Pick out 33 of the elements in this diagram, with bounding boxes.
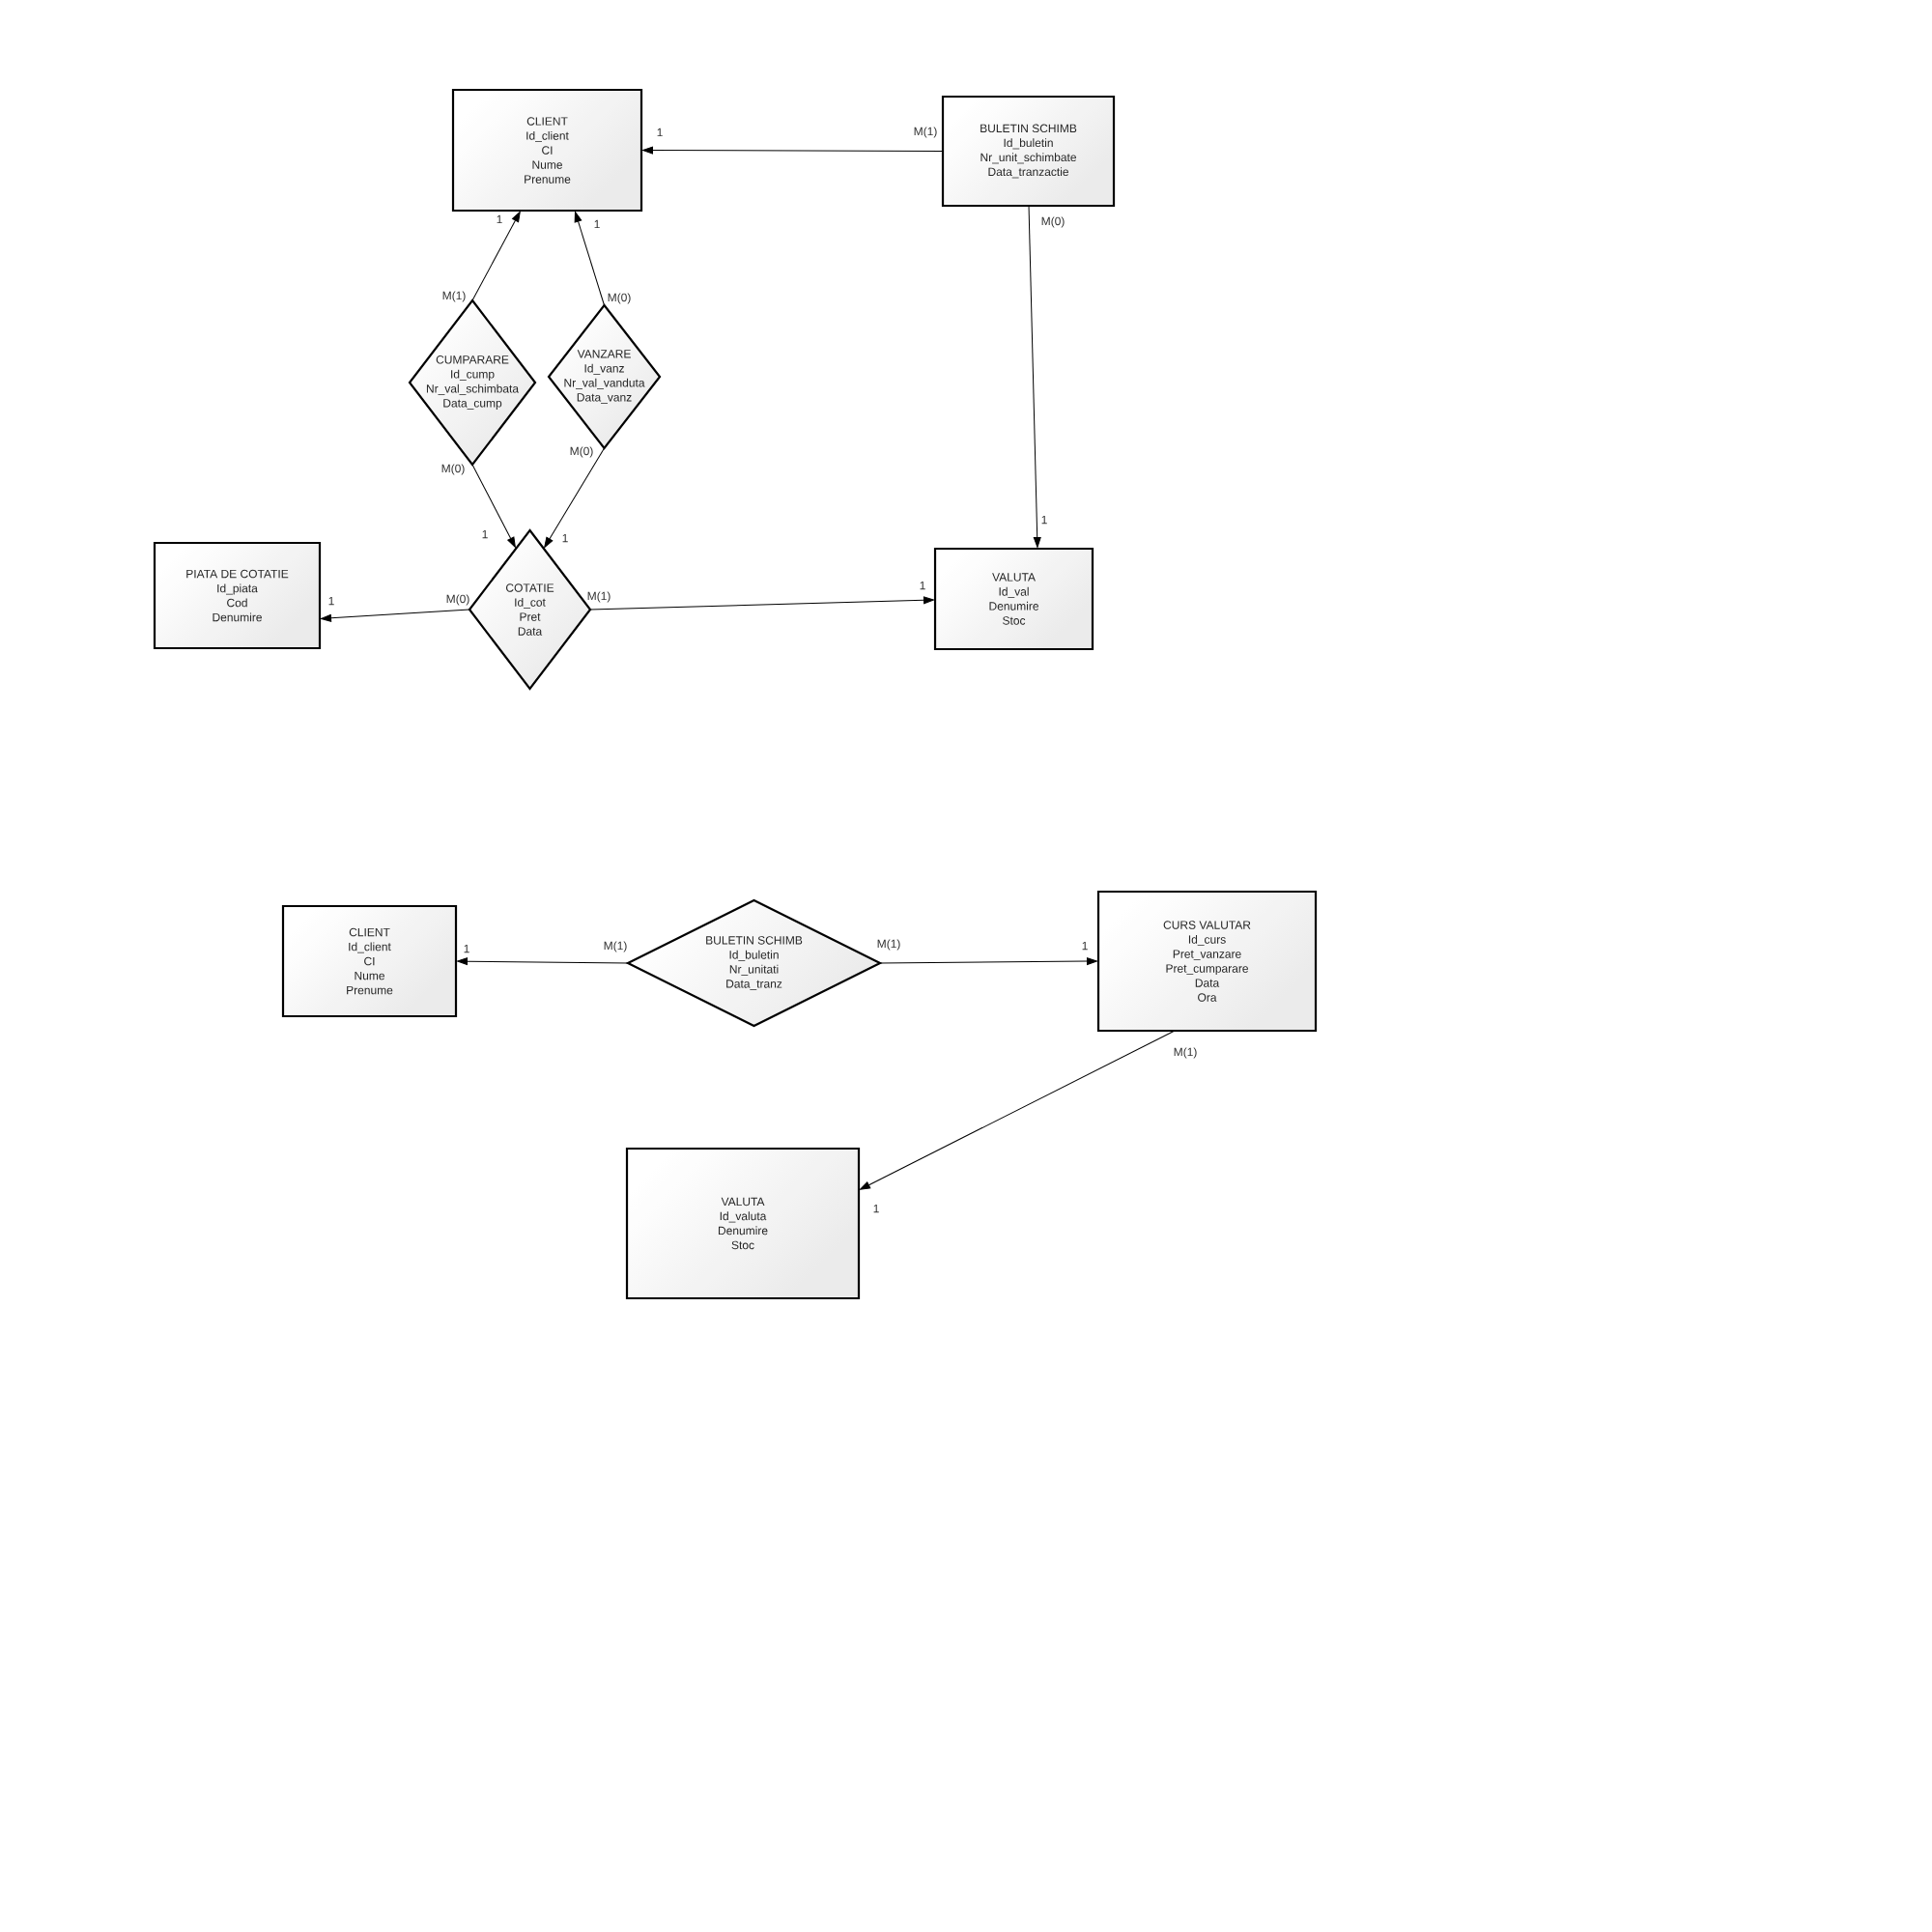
cardinality-label: M(1) (604, 941, 627, 952)
entity-box: BULETIN SCHIMB Id_buletin Nr_unit_schimbate Data_tranzactie (941, 95, 1116, 208)
cardinality-label: 1 (562, 533, 568, 543)
cardinality-label: M(0) (446, 594, 469, 606)
arrow (471, 464, 516, 548)
entity-box: CLIENT Id_client CI Nume Prenume (281, 904, 458, 1018)
arrow (589, 596, 934, 611)
entity-box: CURS VALUTAR Id_curs Pret_vanzare Pret_cumparare Data Ora (1096, 890, 1318, 1033)
cardinality-label: 1 (920, 581, 925, 590)
cardinality-label: 1 (657, 128, 663, 137)
arrow (859, 1030, 1176, 1190)
cardinality-label: M(0) (1041, 216, 1065, 228)
cardinality-label: 1 (464, 944, 469, 953)
cardinality-label: 1 (1041, 515, 1047, 525)
arrow (471, 211, 521, 301)
arrow (879, 957, 1097, 966)
arrow (544, 447, 605, 548)
entity-box: PIATA DE COTATIE Id_piata Cod Denumire (153, 541, 322, 650)
entity-box: CLIENT Id_client CI Nume Prenume (451, 88, 643, 213)
cardinality-label: M(0) (441, 464, 465, 475)
entity-box: VALUTA Id_valuta Denumire Stoc (625, 1147, 861, 1300)
arrow (1028, 205, 1041, 548)
arrow (574, 212, 605, 306)
arrow (457, 957, 629, 966)
cardinality-label: 1 (873, 1204, 879, 1213)
entity-box: VALUTA Id_val Denumire Stoc (933, 547, 1094, 651)
cardinality-label: M(0) (608, 293, 631, 304)
cardinality-label: 1 (497, 214, 502, 224)
cardinality-label: 1 (482, 529, 488, 539)
arrow (321, 609, 470, 622)
arrow (642, 146, 944, 155)
cardinality-label: M(1) (1174, 1047, 1197, 1059)
cardinality-label: 1 (1082, 941, 1088, 951)
